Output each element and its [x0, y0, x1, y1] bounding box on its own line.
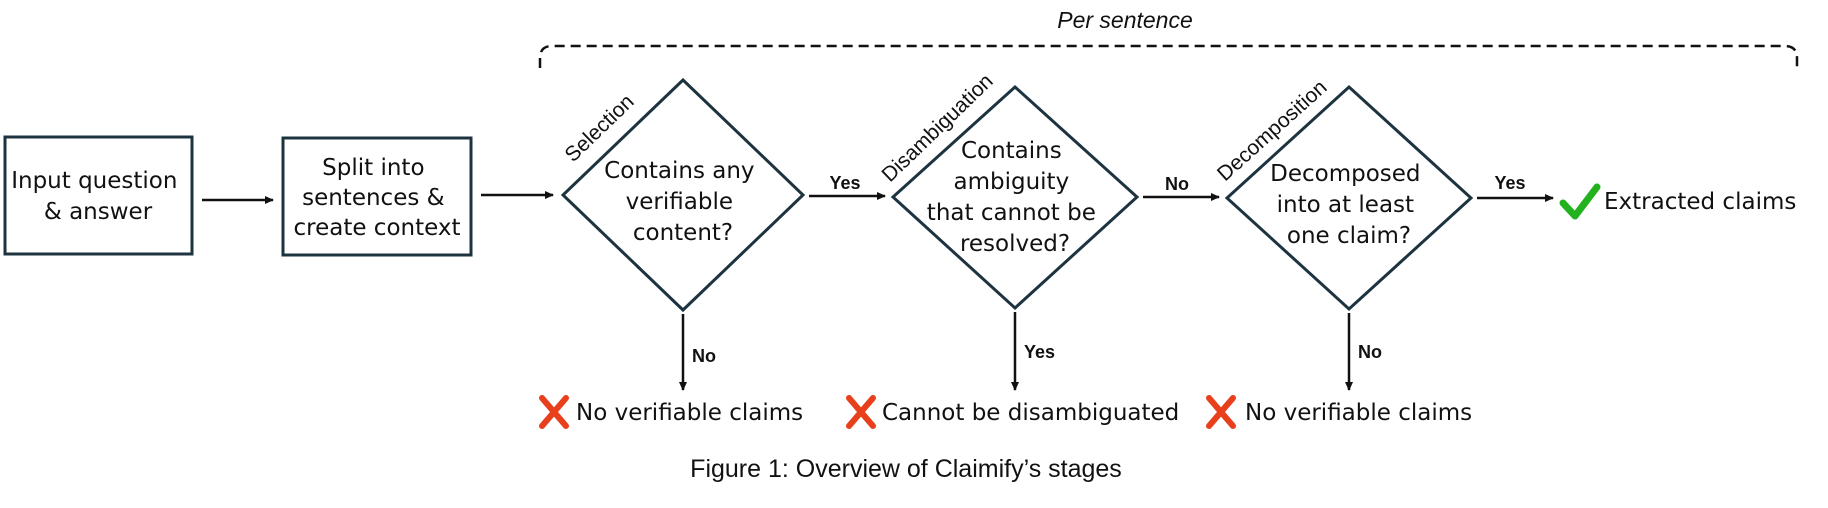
- decomposition-line-2: into at least: [1277, 192, 1414, 218]
- disambiguation-line-1: Contains: [961, 138, 1062, 164]
- disambiguation-diamond: [890, 84, 1140, 311]
- selection-reject-outcome: No verifiable claims: [539, 395, 803, 429]
- decomposition-line-1: Decomposed: [1270, 161, 1420, 187]
- input-line-1: Input question: [11, 168, 177, 194]
- split-line-1: Split into: [322, 155, 424, 181]
- disambiguation-line-2: ambiguity: [954, 169, 1070, 195]
- selection-line-3: content?: [633, 220, 733, 246]
- cross-icon: [1206, 395, 1236, 429]
- check-icon: [1559, 183, 1601, 220]
- figure-caption: Figure 1: Overview of Claimify’s stages: [690, 455, 1122, 483]
- success-label: Extracted claims: [1604, 189, 1796, 215]
- cross-icon: [539, 395, 569, 429]
- decomposition-reject-outcome: No verifiable claims: [1206, 395, 1472, 429]
- split-node: Split into sentences & create context: [281, 136, 473, 257]
- disambiguation-no-label: No: [1165, 174, 1189, 194]
- decomposition-node: Decomposition Decomposed into at least o…: [1213, 76, 1474, 312]
- per-sentence-group: Per sentence: [538, 7, 1799, 68]
- disambiguation-question: Contains ambiguity that cannot be resolv…: [927, 138, 1103, 257]
- selection-diamond: [560, 77, 806, 313]
- selection-line-1: Contains any: [604, 158, 754, 184]
- input-node: Input question & answer: [3, 135, 194, 256]
- decomposition-no-label: No: [1358, 342, 1382, 362]
- selection-question: Contains any verifiable content?: [604, 158, 762, 246]
- disambiguation-reject-label: Cannot be disambiguated: [882, 400, 1179, 426]
- selection-node: Selection Contains any verifiable conten…: [560, 77, 806, 313]
- split-label: Split into sentences & create context: [293, 155, 460, 241]
- selection-no-label: No: [692, 346, 716, 366]
- decomposition-yes-label: Yes: [1494, 173, 1525, 193]
- selection-reject-label: No verifiable claims: [576, 400, 803, 426]
- input-box: [3, 135, 194, 256]
- selection-line-2: verifiable: [626, 189, 733, 215]
- disambiguation-yes-label: Yes: [1024, 342, 1055, 362]
- decomposition-question: Decomposed into at least one claim?: [1270, 161, 1428, 249]
- disambiguation-line-4: resolved?: [960, 231, 1070, 257]
- decomposition-line-3: one claim?: [1287, 223, 1411, 249]
- decomposition-reject-label: No verifiable claims: [1245, 400, 1472, 426]
- decomposition-diamond: [1224, 84, 1474, 312]
- input-label: Input question & answer: [11, 168, 185, 225]
- split-line-2: sentences &: [302, 185, 445, 211]
- per-sentence-bracket: [538, 44, 1799, 68]
- cross-icon: [846, 395, 876, 429]
- selection-yes-label: Yes: [829, 173, 860, 193]
- per-sentence-label: Per sentence: [1057, 7, 1193, 33]
- split-line-3: create context: [293, 215, 460, 241]
- input-line-2: & answer: [44, 199, 153, 225]
- disambiguation-line-3: that cannot be: [927, 200, 1096, 226]
- success-outcome: Extracted claims: [1559, 183, 1796, 220]
- disambiguation-reject-outcome: Cannot be disambiguated: [846, 395, 1179, 429]
- disambiguation-node: Disambiguation Contains ambiguity that c…: [877, 70, 1140, 311]
- split-box: [281, 136, 473, 257]
